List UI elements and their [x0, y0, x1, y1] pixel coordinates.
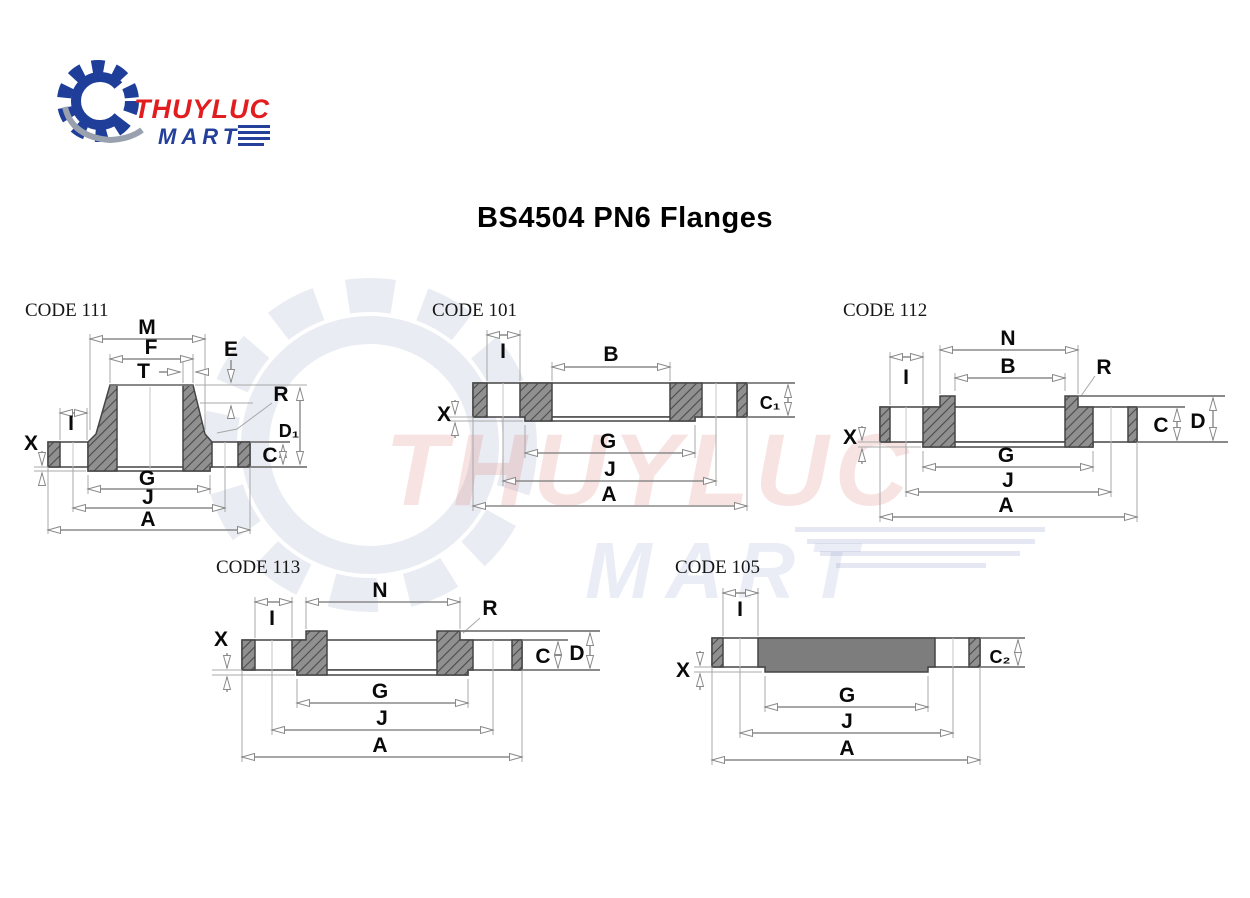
dimension-labels: M F T E R D₁ C I X G J A — [24, 316, 299, 531]
flange-rim-right — [237, 441, 251, 468]
dim-label-g: G — [839, 684, 855, 707]
flange-section — [711, 637, 981, 673]
diagram-code-label: CODE 101 — [432, 300, 517, 321]
dim-label-x: X — [843, 426, 857, 449]
dim-label-c2: C₂ — [990, 647, 1011, 667]
flange-boss-left — [922, 395, 956, 448]
flange-rim-right — [511, 639, 523, 671]
dim-label-d: D — [1190, 410, 1205, 433]
diagram-code113: CODE 113 — [212, 557, 600, 762]
flange-rim-right — [736, 382, 748, 418]
logo-brand-text: THUYLUC — [134, 94, 270, 124]
dim-label-r: R — [1096, 356, 1111, 379]
dim-label-j: J — [1002, 469, 1014, 492]
dim-label-i: I — [269, 607, 275, 630]
logo-sub-text: MART — [158, 124, 241, 149]
dim-label-r: R — [482, 597, 497, 620]
dim-label-a: A — [601, 483, 616, 506]
dim-label-i: I — [68, 412, 74, 435]
flange-rim-left — [879, 406, 891, 443]
dim-label-r: R — [273, 383, 288, 406]
flange-boss-right — [1064, 395, 1094, 448]
flange-rim-right — [1127, 406, 1138, 443]
dim-label-g: G — [372, 680, 388, 703]
flange-boss-right — [436, 630, 474, 676]
dim-label-m: M — [138, 316, 156, 339]
neck-wall-right — [182, 384, 213, 472]
dim-label-c: C — [535, 645, 550, 668]
flange-rim-left — [241, 639, 256, 671]
flange-rim-left — [47, 441, 61, 468]
dim-label-t: T — [137, 360, 150, 383]
dim-label-i: I — [903, 366, 909, 389]
dim-label-a: A — [140, 508, 155, 531]
dimension-lines — [858, 345, 1228, 522]
flange-section — [47, 384, 251, 472]
dim-label-d: D — [569, 642, 584, 665]
dim-label-f: F — [145, 336, 158, 359]
dim-label-i: I — [500, 340, 506, 363]
dimension-labels: N R I X C D G J A — [214, 579, 585, 757]
dimension-labels: I B X C₁ G J A — [437, 340, 780, 506]
dim-label-b: B — [603, 343, 618, 366]
dim-label-j: J — [142, 486, 154, 509]
flange-hub-right — [669, 382, 703, 422]
diagram-code101: CODE 101 — [432, 300, 795, 511]
flange-boss-left — [291, 630, 328, 676]
dim-label-j: J — [604, 458, 616, 481]
logo: THUYLUC MART — [57, 60, 270, 149]
dim-label-e: E — [224, 338, 238, 361]
watermark-speed-lines — [795, 527, 1045, 568]
dim-label-x: X — [24, 432, 38, 455]
flange-section — [879, 395, 1138, 448]
flange-rim-left — [472, 382, 488, 418]
dim-label-j: J — [841, 710, 853, 733]
dim-label-b: B — [1000, 355, 1015, 378]
dim-label-a: A — [998, 494, 1013, 517]
dim-label-n: N — [1000, 327, 1015, 350]
diagram-code-label: CODE 105 — [675, 557, 760, 578]
dim-label-n: N — [372, 579, 387, 602]
dimension-lines — [448, 330, 795, 511]
watermark-sub-text: MART — [585, 526, 871, 615]
flange-section — [241, 630, 523, 676]
flange-rim-left — [711, 637, 724, 668]
blind-plate — [757, 637, 936, 673]
logo-gear-icon — [57, 60, 144, 144]
flange-hub-left — [519, 382, 553, 422]
dim-label-a: A — [372, 734, 387, 757]
dimension-lines — [694, 588, 1025, 765]
flange-section — [472, 382, 748, 422]
dimension-lines — [212, 597, 600, 762]
page-title: BS4504 PN6 Flanges — [477, 202, 773, 234]
dimension-lines — [34, 334, 307, 534]
dim-label-d1: D₁ — [279, 421, 299, 441]
dim-label-g: G — [998, 444, 1014, 467]
diagram-code-label: CODE 111 — [25, 300, 109, 321]
dim-label-c: C — [1153, 414, 1168, 437]
dim-label-c1: C₁ — [760, 393, 780, 413]
diagram-code105: CODE 105 I X — [675, 557, 1025, 765]
logo-speed-lines — [238, 125, 270, 146]
dim-label-c: C — [262, 444, 277, 467]
dim-label-g: G — [600, 430, 616, 453]
r-leader-line — [216, 402, 273, 434]
dim-label-x: X — [437, 403, 451, 426]
diagram-code112: CODE 112 — [843, 300, 1228, 522]
neck-wall-left — [87, 384, 118, 472]
dim-label-x: X — [676, 659, 690, 682]
dim-label-x: X — [214, 628, 228, 651]
dimension-labels: N B R I X C D G J A — [843, 327, 1206, 517]
dim-label-a: A — [839, 737, 854, 760]
flange-rim-right — [968, 637, 981, 668]
dim-label-g: G — [139, 467, 155, 490]
dimension-labels: I X C₂ G J A — [676, 598, 1011, 760]
diagram-code-label: CODE 112 — [843, 300, 927, 321]
r-leader-line — [1080, 375, 1096, 397]
dim-label-j: J — [376, 707, 388, 730]
diagram-code-label: CODE 113 — [216, 557, 300, 578]
dim-label-i: I — [737, 598, 743, 621]
diagram-code111: CODE 111 — [24, 300, 307, 540]
